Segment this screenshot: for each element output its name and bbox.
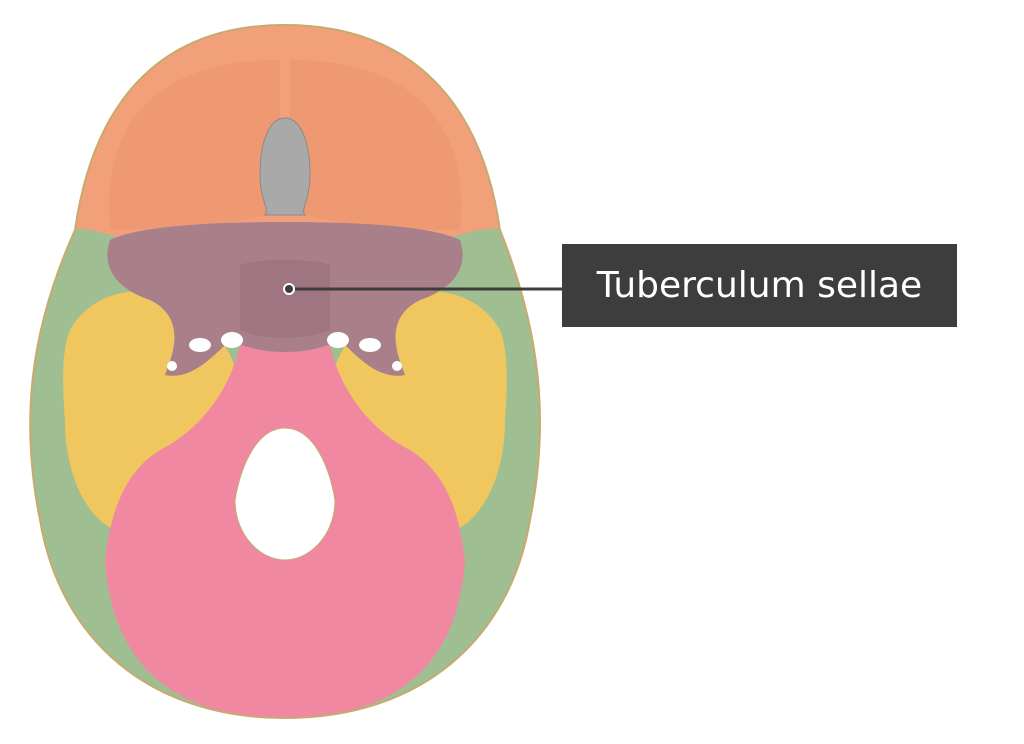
foramen-right [359, 338, 381, 352]
foramen-left-3 [167, 361, 177, 371]
frontal-fossa-right [290, 60, 462, 230]
sella-turcica [240, 259, 330, 338]
ethmoid-cribriform-plate [259, 117, 311, 216]
leader-dot [283, 283, 295, 295]
foramen-left [189, 338, 211, 352]
foramen-magnum [234, 427, 336, 561]
foramen-right-2 [327, 332, 349, 348]
foramen-right-3 [392, 361, 402, 371]
structure-label: Tuberculum sellae [562, 244, 957, 327]
frontal-fossa-left [108, 60, 280, 230]
foramen-left-2 [221, 332, 243, 348]
structure-label-text: Tuberculum sellae [596, 265, 923, 306]
skull-outline [29, 23, 541, 720]
